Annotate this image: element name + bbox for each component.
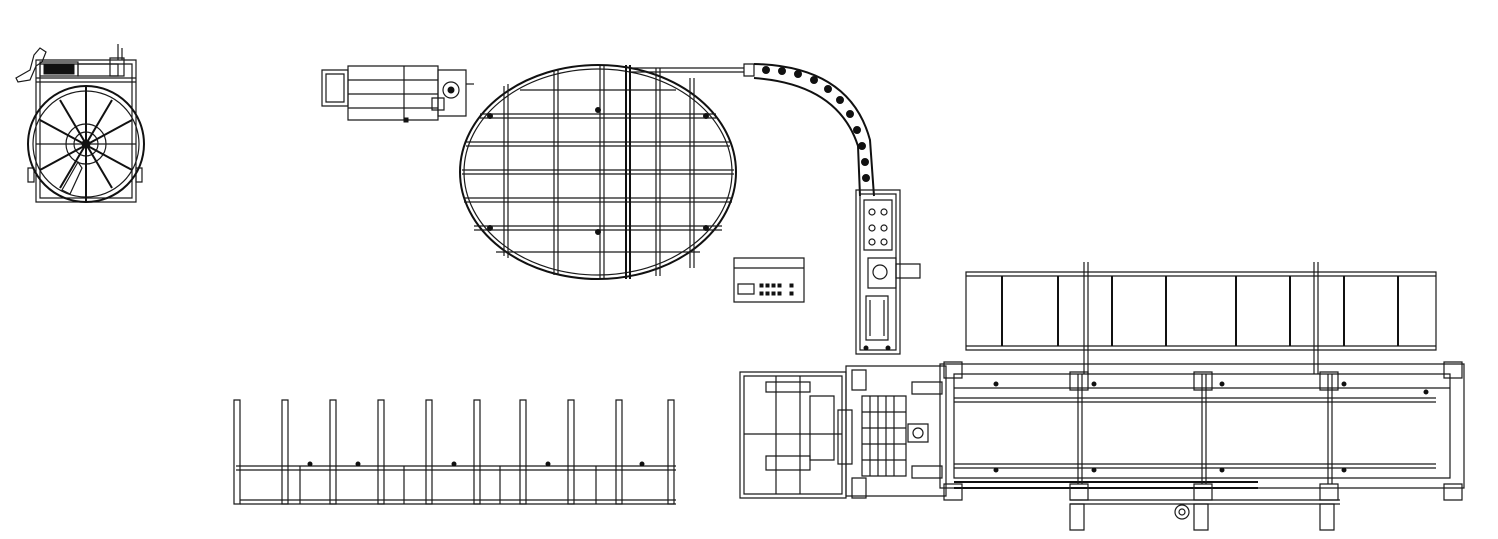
vertical-guide-unit [856, 190, 920, 354]
motor-drive [322, 66, 474, 122]
lower-storage-rack [234, 400, 676, 504]
main-conveyor-frame [940, 362, 1464, 530]
coil-reel-stand [16, 44, 144, 202]
processing-head [740, 366, 946, 498]
upper-storage-rack [966, 262, 1436, 374]
cable-chain [630, 64, 874, 196]
control-panel [734, 258, 804, 302]
rotating-table [460, 65, 736, 279]
